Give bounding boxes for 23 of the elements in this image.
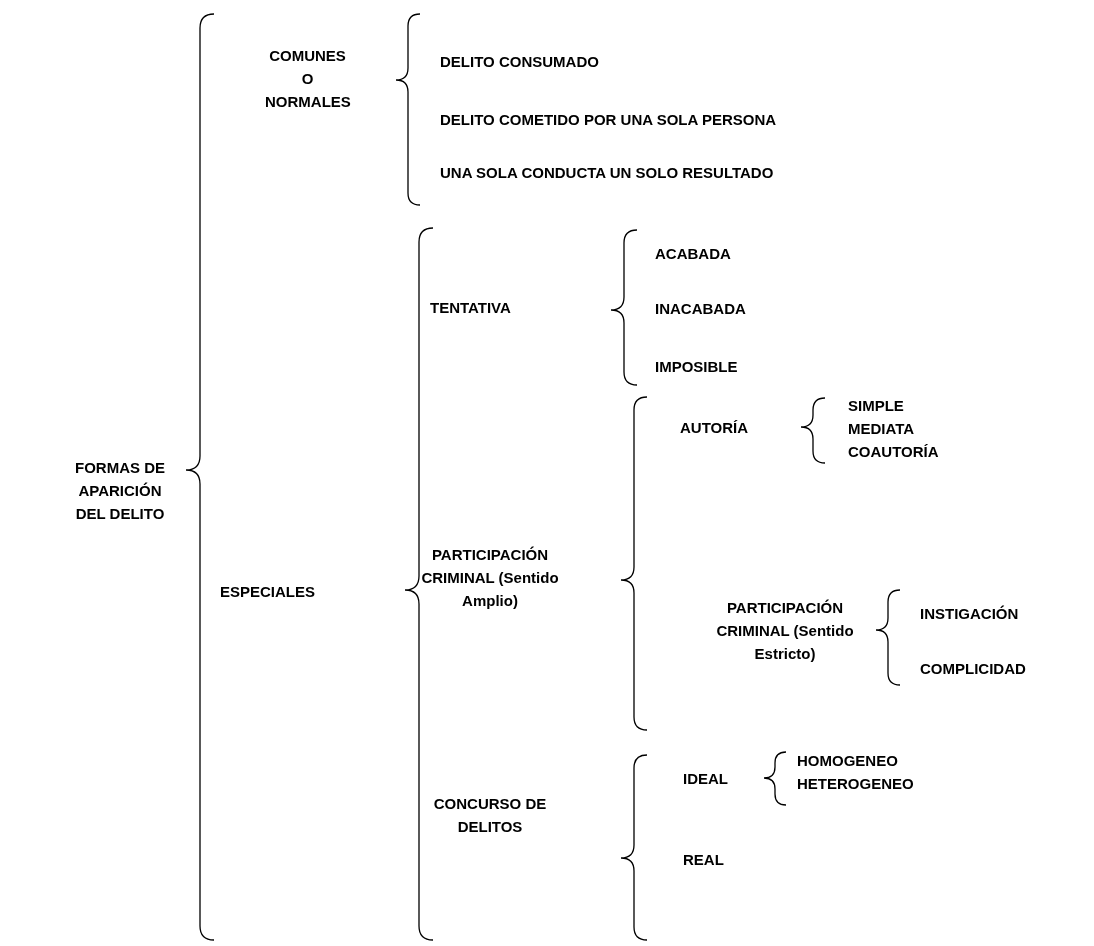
label-text: PARTICIPACIÓN CRIMINAL (Sentido Amplio) (421, 546, 559, 609)
label-text: DELITO COMETIDO POR UNA SOLA PERSONA (440, 111, 777, 128)
label-text: HETEROGENEO (797, 775, 914, 792)
label-text: CONCURSO DE DELITOS (433, 795, 547, 835)
label-text: HOMOGENEO (797, 752, 898, 769)
label-text: COMUNES O NORMALES (265, 47, 351, 110)
label-text: AUTORÍA (680, 419, 749, 436)
label-text: IDEAL (683, 770, 728, 787)
label-text: SIMPLE (848, 397, 904, 414)
label-text: COAUTORÍA (848, 443, 939, 460)
label-text: IMPOSIBLE (655, 358, 738, 375)
label-text: PARTICIPACIÓN CRIMINAL (Sentido Estricto) (716, 599, 854, 662)
label-text: FORMAS DE APARICIÓN DEL DELITO (75, 459, 165, 522)
label-text: UNA SOLA CONDUCTA UN SOLO RESULTADO (440, 164, 774, 181)
label-text: INACABADA (655, 300, 746, 317)
label-text: COMPLICIDAD (920, 660, 1026, 677)
label-text: INSTIGACIÓN (920, 605, 1019, 622)
label-text: DELITO CONSUMADO (440, 53, 599, 70)
label-text: ACABADA (655, 245, 731, 262)
label-text: MEDIATA (848, 420, 915, 437)
label-text: ESPECIALES (220, 583, 316, 600)
label-text: REAL (683, 851, 724, 868)
label-text: TENTATIVA (430, 299, 511, 316)
